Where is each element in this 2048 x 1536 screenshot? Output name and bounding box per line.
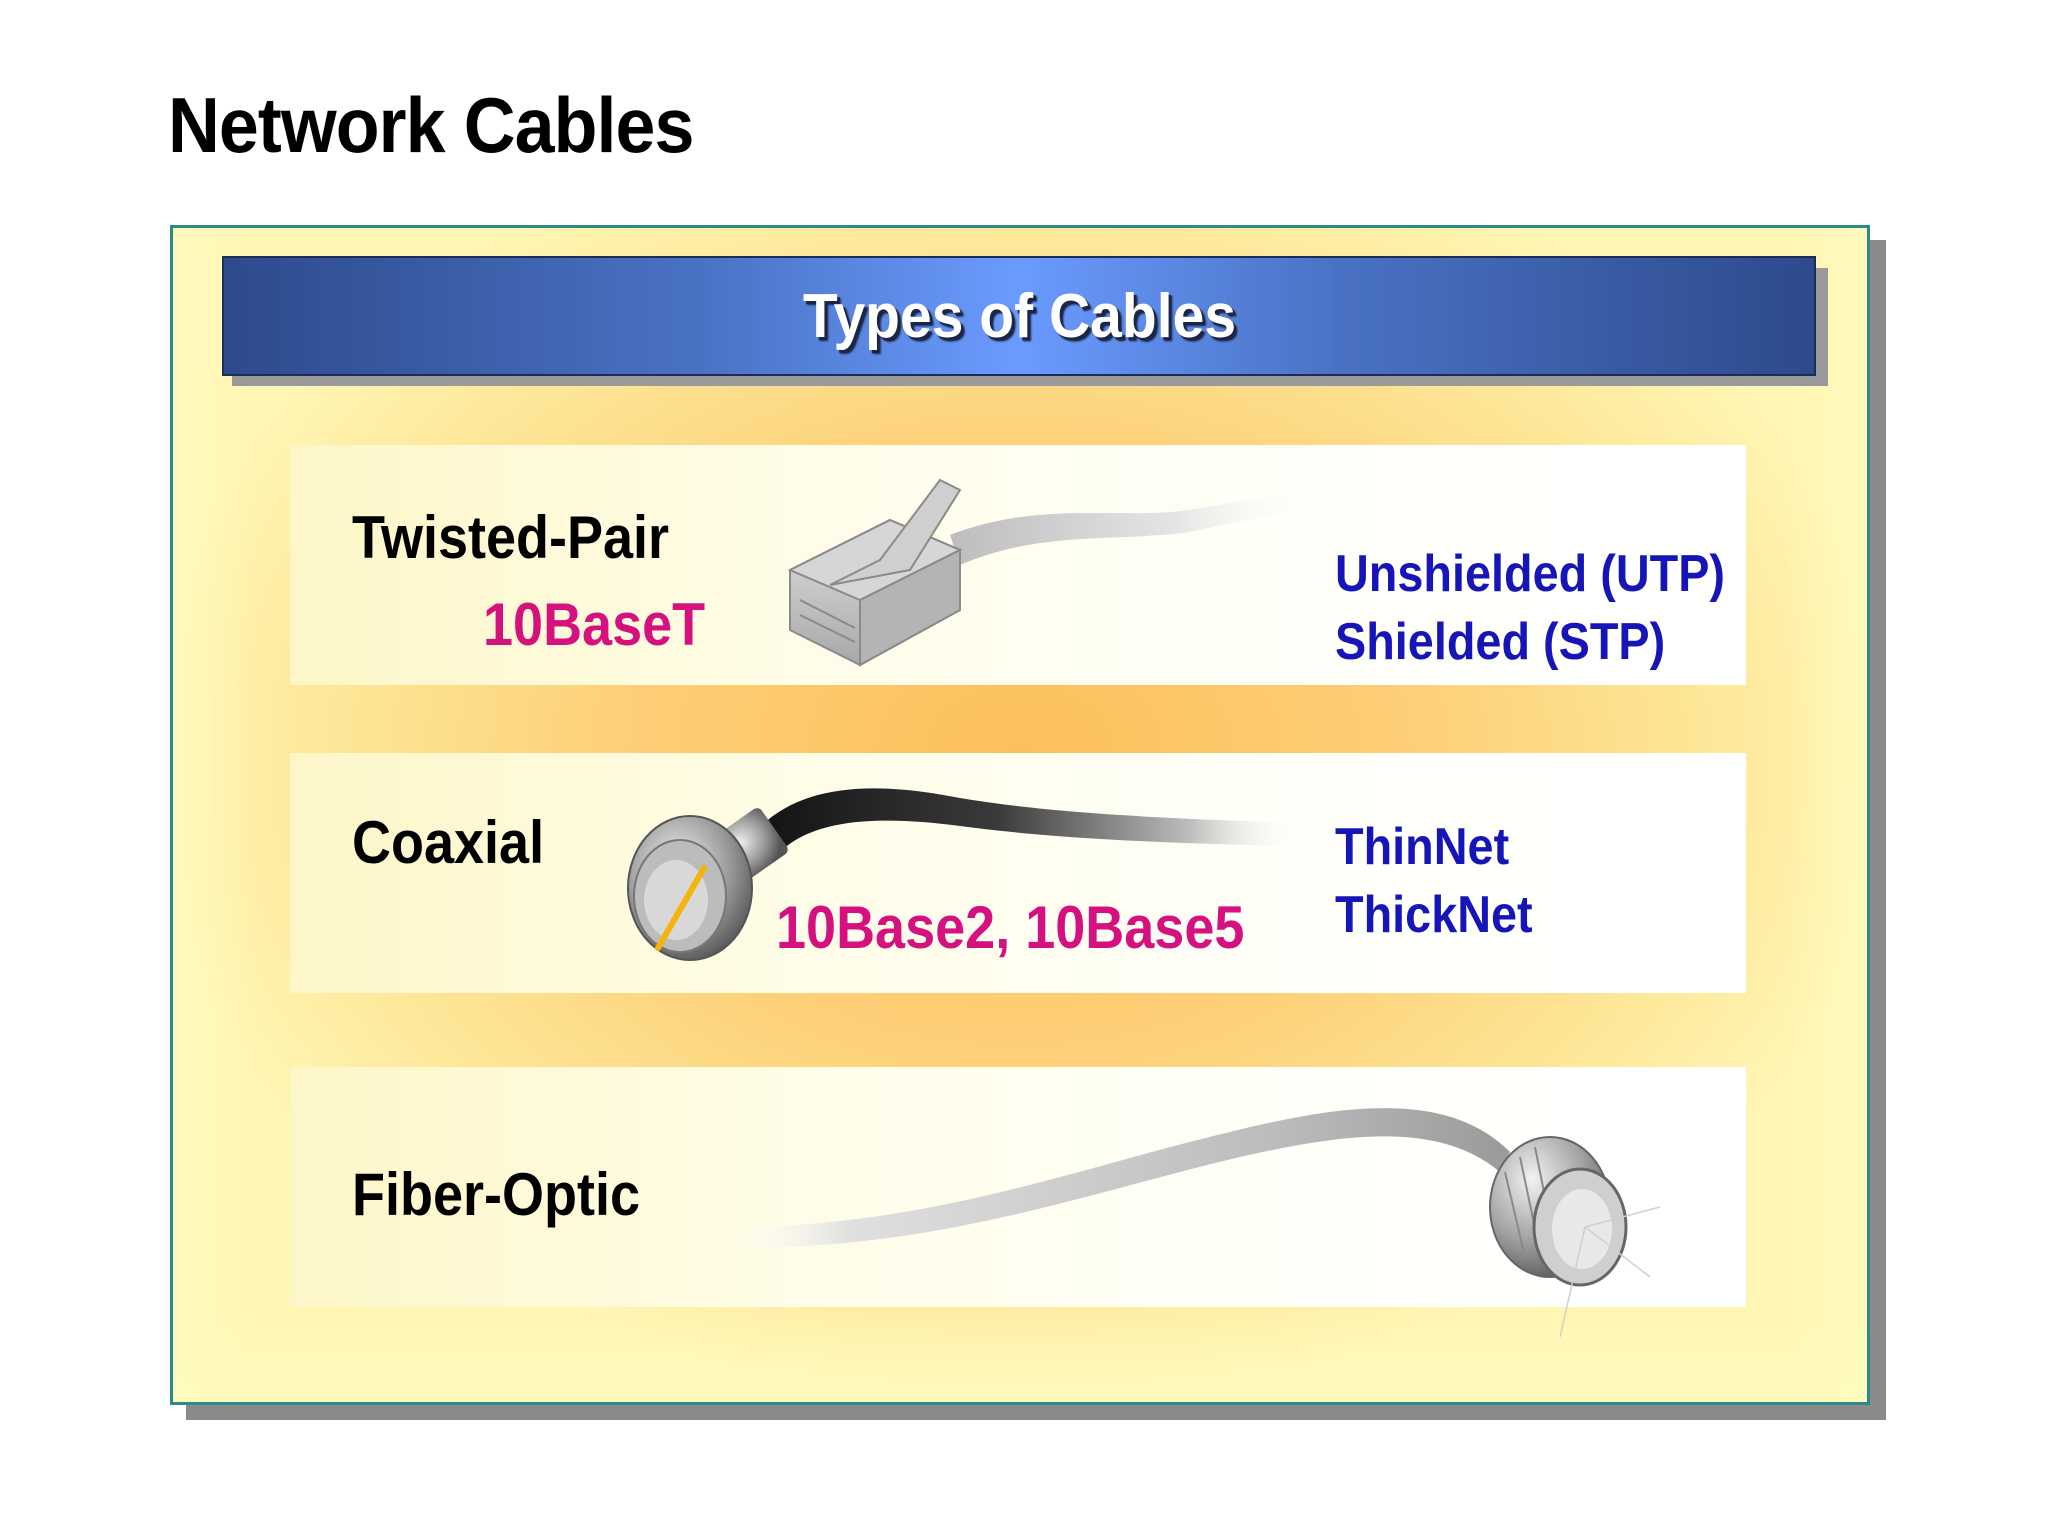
- row-variants: ThinNet ThickNet: [1335, 813, 1533, 949]
- row-standard: 10BaseT: [483, 591, 706, 658]
- variant-stp: Shielded (STP): [1335, 613, 1666, 671]
- variant-thinnet: ThinNet: [1335, 818, 1510, 876]
- coaxial-connector-icon: [627, 788, 1300, 961]
- row-fiber-optic: Fiber-Optic: [290, 1067, 1746, 1338]
- rj45-connector-icon: [787, 478, 1320, 667]
- panel-header: Types of Cables: [222, 256, 1816, 376]
- variant-thicknet: ThickNet: [1335, 886, 1533, 944]
- row-twisted-pair: Twisted-Pair 10BaseT Unshielded (UTP) Sh…: [290, 445, 1746, 685]
- row-variants: Unshielded (UTP) Shielded (STP): [1335, 540, 1725, 676]
- row-coaxial: Coaxial 10Base2, 10Base5 ThinNet ThickNe…: [290, 753, 1746, 993]
- page-title: Network Cables: [168, 81, 694, 169]
- row-label: Coaxial: [352, 809, 545, 876]
- variant-utp: Unshielded (UTP): [1335, 545, 1726, 603]
- fiber-optic-connector-icon: [730, 1108, 1661, 1338]
- row-standard: 10Base2, 10Base5: [776, 894, 1245, 961]
- row-label: Fiber-Optic: [352, 1161, 641, 1228]
- row-label: Twisted-Pair: [352, 504, 670, 571]
- panel-header-text: Types of Cables: [802, 281, 1236, 351]
